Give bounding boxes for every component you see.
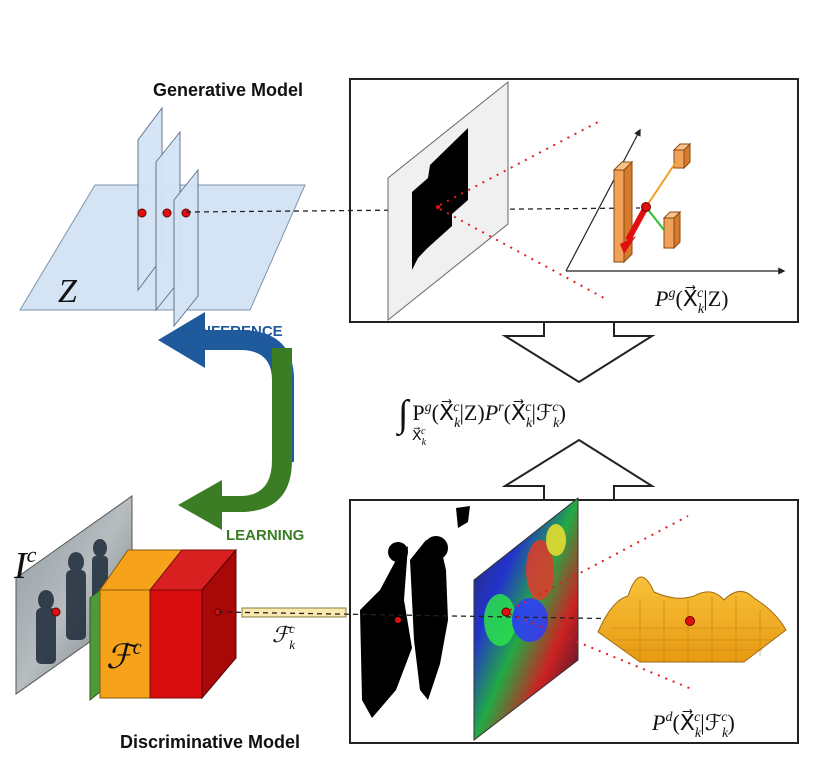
vector-orange xyxy=(645,161,677,208)
up-hollow-arrow xyxy=(501,438,656,501)
learning-label: LEARNING xyxy=(226,527,304,544)
discriminative-probability: Pd(X⃗kc|ℱkc) xyxy=(651,709,735,741)
feature-block-green-side xyxy=(89,588,101,702)
discriminative-dashed-link xyxy=(217,611,691,621)
small-box-lower-right-cap xyxy=(662,211,682,219)
inference-label: INFERENCE xyxy=(196,323,283,340)
small-box-lower-right xyxy=(663,217,675,249)
input-image-point xyxy=(51,607,61,617)
heatmap-ray-bottom xyxy=(509,613,695,691)
vector-red-head xyxy=(620,236,636,254)
plane-point-1 xyxy=(137,208,147,218)
vertical-plane-3 xyxy=(173,168,199,328)
discriminative-panel xyxy=(349,499,799,744)
input-image-pedestrians xyxy=(36,539,108,664)
generative-model-title: Generative Model xyxy=(153,80,303,100)
generative-probability: Pg(X⃗kc|Z) xyxy=(654,285,728,317)
binary-mask-point xyxy=(395,617,401,623)
down-hollow-arrow xyxy=(501,321,656,384)
integral-lower-limit: X⃗kc xyxy=(412,426,427,448)
heatmap-ray-top xyxy=(509,515,689,611)
binary-mask xyxy=(360,506,470,718)
heatmap-point xyxy=(501,607,511,617)
tall-box-top xyxy=(612,161,634,171)
integral-expression: ∫Pg(X⃗kc|Z)Pr(X⃗kc|ℱkc) xyxy=(396,393,566,437)
inference-arrow xyxy=(158,312,294,462)
feature-vector-symbol: ℱkc xyxy=(272,621,295,652)
density-point xyxy=(685,616,695,626)
silhouette-shape-lower xyxy=(412,176,452,262)
small-box-top-right xyxy=(673,149,685,169)
axis-vertical xyxy=(565,128,641,272)
learning-arrow xyxy=(178,348,292,530)
generative-center-point xyxy=(641,202,651,212)
plane-point-2 xyxy=(162,208,172,218)
heatmap-highlights xyxy=(484,524,566,646)
small-box-top-right-cap xyxy=(672,143,692,151)
discriminative-model-title: Discriminative Model xyxy=(120,732,300,752)
feature-block-right-side xyxy=(201,548,237,700)
feature-block-red xyxy=(149,589,203,699)
ground-plane-symbol: Z xyxy=(58,273,78,310)
feature-vector-bar xyxy=(241,607,347,618)
plane-point-3 xyxy=(181,208,191,218)
input-image-symbol: Ic xyxy=(13,542,37,587)
density-grid xyxy=(610,596,780,662)
silhouette-point xyxy=(436,205,440,209)
vector-red xyxy=(625,205,649,242)
